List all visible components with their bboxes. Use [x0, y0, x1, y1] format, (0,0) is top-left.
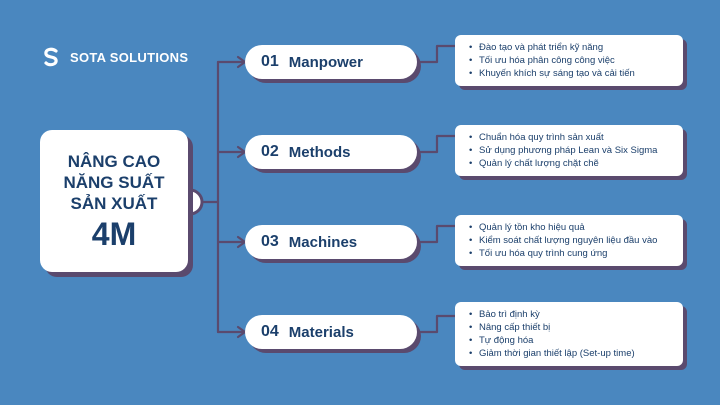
- detail-item: Quản lý tồn kho hiệu quả: [469, 221, 673, 234]
- card-connector-2: [415, 134, 457, 154]
- center-topic-box: NÂNG CAO NĂNG SUẤT SẢN XUẤT 4M: [40, 130, 188, 272]
- branch-pill-materials: 04 Materials: [245, 315, 417, 349]
- detail-item: Sử dụng phương pháp Lean và Six Sigma: [469, 144, 673, 157]
- detail-item: Kiểm soát chất lượng nguyên liệu đầu vào: [469, 234, 673, 247]
- detail-list: Bảo trì định kỳ Nâng cấp thiết bị Tự độn…: [467, 308, 673, 360]
- branch-label: Manpower: [288, 53, 363, 71]
- branch-number: 03: [261, 233, 279, 250]
- branch-pill-manpower: 01 Manpower: [245, 45, 417, 79]
- detail-list: Đào tạo và phát triển kỹ năng Tối ưu hóa…: [467, 41, 673, 80]
- branch-pill-methods: 02 Methods: [245, 135, 417, 169]
- detail-item: Nâng cấp thiết bị: [469, 321, 673, 334]
- branch-pill-machines: 03 Machines: [245, 225, 417, 259]
- center-title-line-2: NĂNG SUẤT: [63, 172, 165, 192]
- detail-item: Tối ưu hóa phân công công việc: [469, 54, 673, 67]
- detail-item: Giảm thời gian thiết lập (Set-up time): [469, 347, 673, 360]
- detail-card-methods: Chuẩn hóa quy trình sản xuất Sử dụng phư…: [455, 125, 683, 176]
- s-logo-icon: [44, 47, 58, 67]
- center-title-4m: 4M: [91, 215, 137, 252]
- detail-item: Quản lý chất lượng chặt chẽ: [469, 157, 673, 170]
- brand-logo: SOTA SOLUTIONS: [40, 46, 188, 68]
- center-title-line-1: NÂNG CAO: [67, 151, 161, 171]
- card-connector-1: [415, 44, 457, 64]
- detail-card-manpower: Đào tạo và phát triển kỹ năng Tối ưu hóa…: [455, 35, 683, 86]
- branch-label: Methods: [288, 143, 351, 161]
- branch-number: 01: [261, 53, 279, 70]
- brand-name: SOTA SOLUTIONS: [70, 49, 189, 65]
- branch-label: Machines: [288, 233, 358, 251]
- branch-number: 02: [261, 143, 279, 160]
- detail-item: Khuyến khích sự sáng tạo và cải tiến: [469, 67, 673, 80]
- detail-list: Quản lý tồn kho hiệu quả Kiểm soát chất …: [467, 221, 673, 260]
- detail-item: Đào tạo và phát triển kỹ năng: [469, 41, 673, 54]
- branch-label: Materials: [288, 323, 354, 341]
- center-title-line-3: SẢN XUẤT: [70, 193, 158, 213]
- detail-card-materials: Bảo trì định kỳ Nâng cấp thiết bị Tự độn…: [455, 302, 683, 366]
- detail-item: Tự động hóa: [469, 334, 673, 347]
- card-connector-4: [415, 314, 457, 334]
- detail-item: Bảo trì định kỳ: [469, 308, 673, 321]
- detail-list: Chuẩn hóa quy trình sản xuất Sử dụng phư…: [467, 131, 673, 170]
- detail-item: Tối ưu hóa quy trình cung ứng: [469, 247, 673, 260]
- branch-number: 04: [261, 323, 279, 340]
- card-connector-3: [415, 224, 457, 244]
- detail-card-machines: Quản lý tồn kho hiệu quả Kiểm soát chất …: [455, 215, 683, 266]
- detail-item: Chuẩn hóa quy trình sản xuất: [469, 131, 673, 144]
